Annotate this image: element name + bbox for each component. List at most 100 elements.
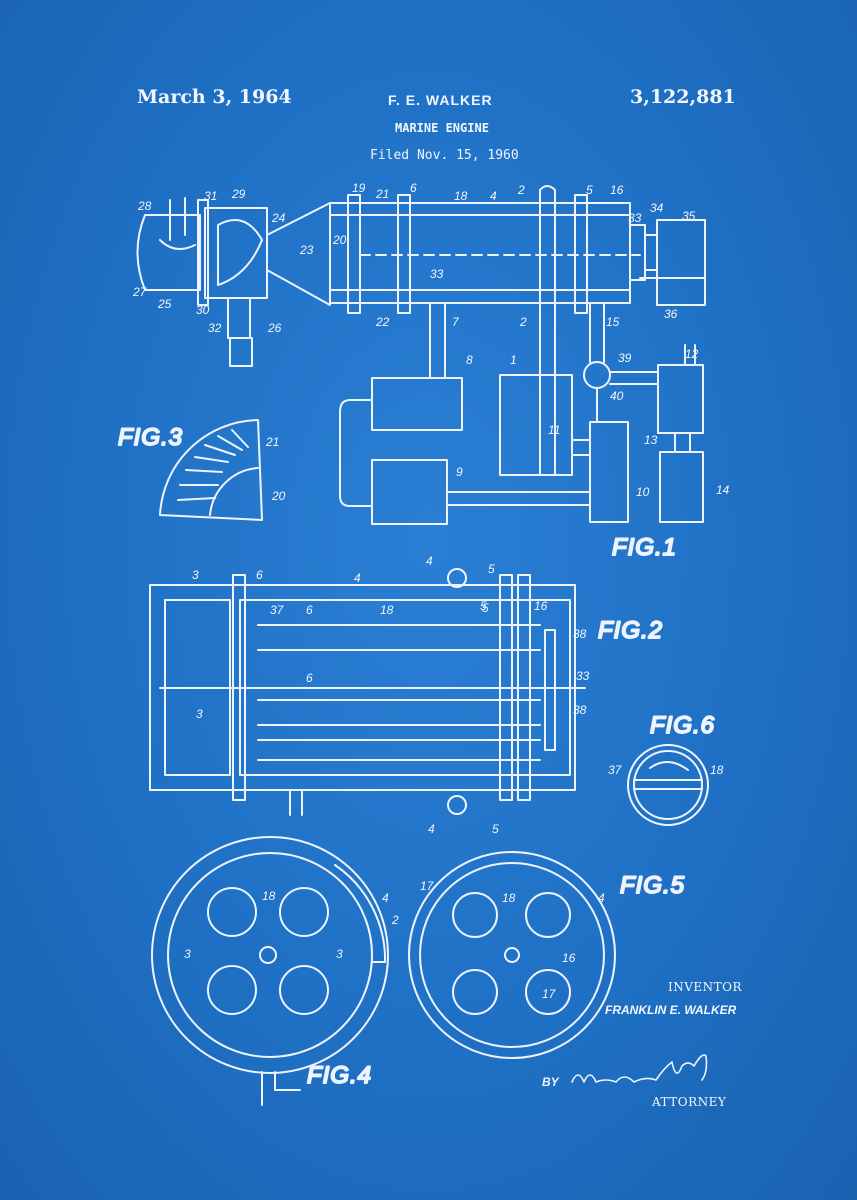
fig1-rotor xyxy=(217,219,263,286)
part-label: 10 xyxy=(636,485,650,499)
part-label: 18 xyxy=(502,891,516,905)
part-label: 3 xyxy=(184,947,191,961)
fig1-turbine-housing xyxy=(204,207,268,299)
fig1-flange-left xyxy=(197,199,209,306)
fig1-pipe-7 xyxy=(429,302,446,379)
part-label: 3 xyxy=(196,707,203,721)
part-label: 33 xyxy=(430,267,444,281)
part-label: 5 xyxy=(492,822,499,836)
fig4-shaft xyxy=(259,946,277,964)
part-label: 31 xyxy=(204,189,217,203)
part-label: 21 xyxy=(375,187,389,201)
part-label: 18 xyxy=(710,763,724,777)
fig1-loop-pipe xyxy=(339,399,373,507)
fig5-outer-circle xyxy=(408,851,616,1059)
fig1-box-12 xyxy=(657,364,704,434)
fig1-gearbox xyxy=(656,219,706,306)
fig1-drawing xyxy=(136,185,706,525)
fig1-intake-pipe xyxy=(159,197,196,250)
fig1-label: FIG.1 xyxy=(612,534,677,561)
part-label: 22 xyxy=(375,315,390,329)
attorney-label: ATTORNEY xyxy=(652,1095,727,1109)
part-label: 20 xyxy=(271,489,286,503)
part-label: 40 xyxy=(610,389,624,403)
fig6-divider xyxy=(633,779,703,790)
part-label: 11 xyxy=(548,423,560,437)
part-label: 5 xyxy=(586,183,593,197)
part-label: 3 xyxy=(336,947,343,961)
fig2-drain xyxy=(289,789,303,816)
fig6-arrow xyxy=(649,761,689,771)
fig3-drawing xyxy=(159,419,263,521)
part-label: 14 xyxy=(716,483,730,497)
part-label: 8 xyxy=(466,353,473,367)
part-label: 5 xyxy=(488,562,495,576)
part-label: 15 xyxy=(606,315,620,329)
part-label: 23 xyxy=(299,243,314,257)
part-label: 6 xyxy=(256,568,263,582)
fig1-pipe-13 xyxy=(674,432,691,453)
part-label: 6 xyxy=(410,181,417,195)
fig5-tube-tl xyxy=(452,892,498,938)
fig2-tubes xyxy=(257,624,541,761)
patent-number: 3,122,881 xyxy=(630,86,736,108)
part-label: 30 xyxy=(196,303,210,317)
fig4-part-labels: 18 4 2 3 3 xyxy=(184,889,399,961)
fig6-label: FIG.6 xyxy=(650,712,715,739)
inventor-label: INVENTOR xyxy=(668,980,743,994)
part-label: 5 xyxy=(480,599,487,613)
fig2-plate-38 xyxy=(544,629,556,751)
part-label: 6 xyxy=(306,671,313,685)
fig1-valve-40 xyxy=(583,361,611,389)
part-label: 25 xyxy=(157,297,172,311)
fig2-label: FIG.2 xyxy=(598,617,663,644)
fig4-tube-tr xyxy=(279,887,329,937)
fig4-tube-br xyxy=(279,965,329,1015)
part-label: 13 xyxy=(644,433,658,447)
part-label: 32 xyxy=(208,321,222,335)
fig4-tube-tl xyxy=(207,887,257,937)
fig5-drawing xyxy=(408,851,616,1059)
filed-date: Filed Nov. 15, 1960 xyxy=(370,148,519,163)
part-label: 18 xyxy=(262,889,276,903)
fig4-inner-circle xyxy=(167,852,373,1058)
part-label: 38 xyxy=(573,703,587,717)
part-label: 21 xyxy=(265,435,279,449)
part-label: 26 xyxy=(267,321,282,335)
part-label: 4 xyxy=(428,822,435,836)
fig1-pipe-12 xyxy=(684,344,696,366)
fig2-part-labels: 3 6 4 4 5 5 16 37 6 18 5 38 6 33 3 38 4 … xyxy=(192,554,590,836)
fig1-box-14 xyxy=(659,451,704,523)
fig2-port-4-bottom xyxy=(447,795,467,815)
by-label: BY xyxy=(542,1075,559,1089)
fig1-flange-19 xyxy=(347,194,361,314)
fig1-cylinder xyxy=(329,202,631,304)
fig1-box-1 xyxy=(499,374,573,476)
fig5-part-labels: 17 18 4 16 17 xyxy=(420,879,605,1001)
part-label: 2 xyxy=(517,183,525,197)
inventor-header: F. E. WALKER xyxy=(388,92,493,108)
part-label: 39 xyxy=(618,351,632,365)
fig5-tube-br xyxy=(525,969,571,1015)
inventor-name: FRANKLIN E. WALKER xyxy=(605,1003,737,1017)
fig2-drawing xyxy=(149,568,586,816)
fig3-part-labels: 21 20 xyxy=(265,435,286,503)
part-label: 17 xyxy=(542,987,557,1001)
fig1-pipe-bottom xyxy=(446,491,591,506)
part-label: 16 xyxy=(534,599,548,613)
part-label: 24 xyxy=(271,211,286,225)
fig5-tube-tr xyxy=(525,892,571,938)
fig5-tube-bl xyxy=(452,969,498,1015)
fig6-outer-circle xyxy=(627,744,709,826)
part-label: 37 xyxy=(270,603,285,617)
fig3-sector-inner xyxy=(209,467,259,516)
fig5-shaft xyxy=(504,947,520,963)
fig1-pipe-15 xyxy=(589,302,605,363)
part-label: 37 xyxy=(608,763,623,777)
part-label: 33 xyxy=(628,211,642,225)
fig1-intake xyxy=(136,214,201,291)
patent-title: MARINE ENGINE xyxy=(395,121,489,135)
fig4-label: FIG.4 xyxy=(307,1062,372,1089)
